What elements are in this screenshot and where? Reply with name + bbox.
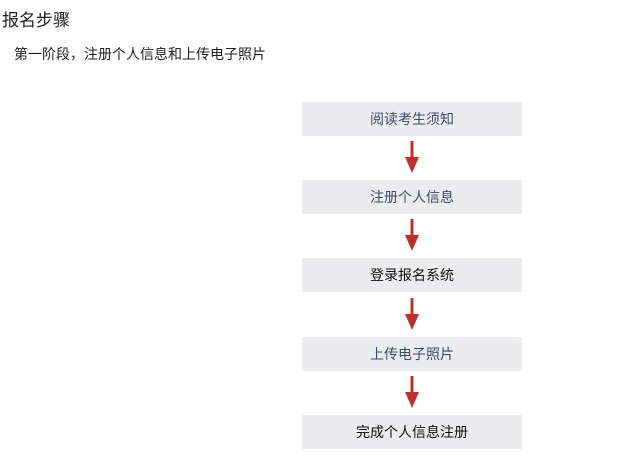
down-arrow-icon xyxy=(405,298,419,330)
step-box-5: 完成个人信息注册 xyxy=(302,415,522,449)
step-box-1: 阅读考生须知 xyxy=(302,102,522,136)
stage-subtitle: 第一阶段，注册个人信息和上传电子照片 xyxy=(14,47,266,63)
down-arrow-icon xyxy=(405,219,419,251)
down-arrow-icon xyxy=(405,376,419,408)
step-box-4: 上传电子照片 xyxy=(302,337,522,371)
down-arrow-icon xyxy=(405,141,419,173)
page-title: 报名步骤 xyxy=(2,11,70,31)
step-box-3: 登录报名系统 xyxy=(302,258,522,292)
step-box-2: 注册个人信息 xyxy=(302,180,522,214)
